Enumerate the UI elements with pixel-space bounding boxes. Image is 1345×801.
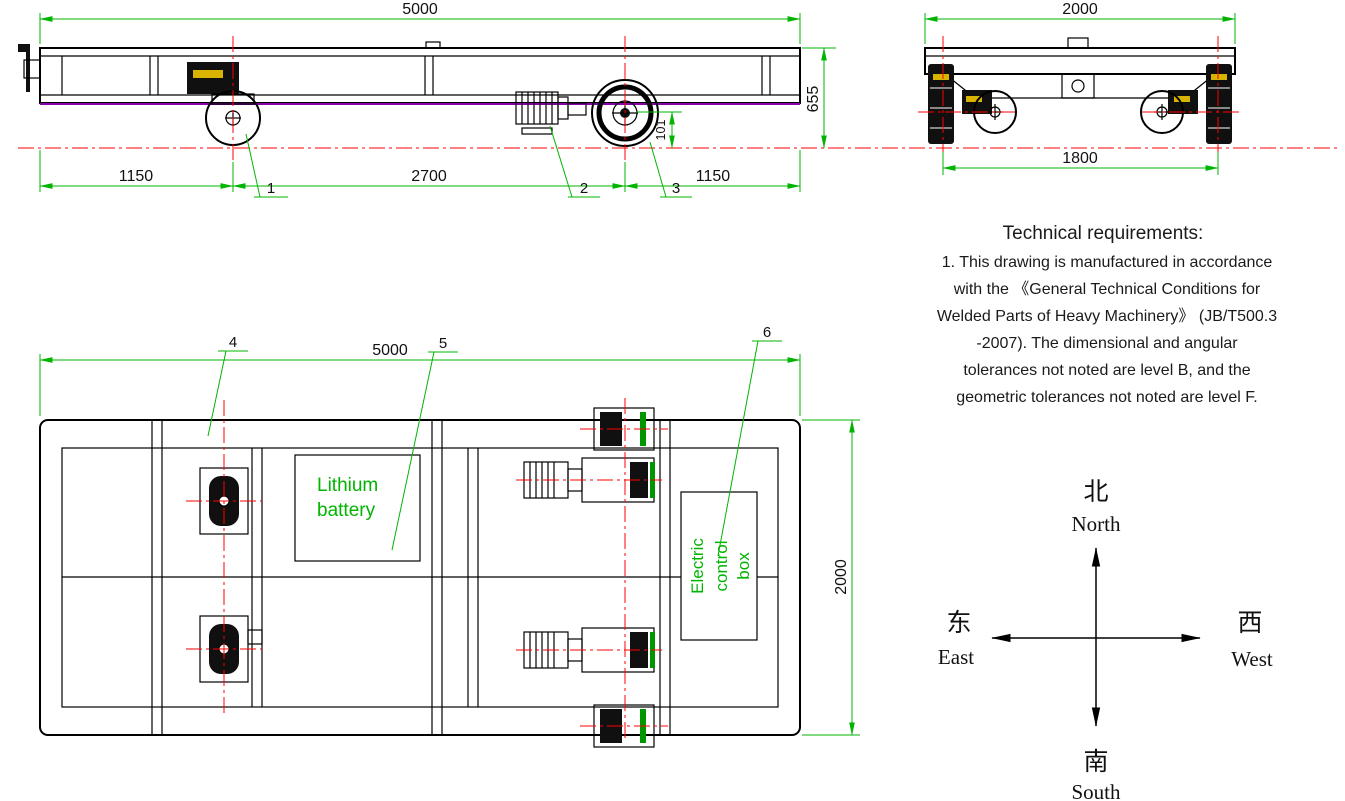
side-view-drive-wheel xyxy=(591,36,659,164)
technical-requirements: Technical requirements: 1. This drawing … xyxy=(937,223,1277,406)
compass: 北 North 东 East 西 West 南 South xyxy=(938,478,1273,801)
side-view-dimensions: 5000 1150 2700 1150 655 101 xyxy=(39,1,836,192)
compass-north-cn: 北 xyxy=(1083,478,1108,506)
technical-requirements-title: Technical requirements: xyxy=(1003,223,1204,244)
coupler-hook xyxy=(18,44,30,92)
callout-6: 6 xyxy=(763,324,771,341)
technical-requirements-line2: with the 《General Technical Conditions f… xyxy=(953,281,1261,298)
technical-requirements-line3: Welded Parts of Heavy Machinery》 (JB/T50… xyxy=(937,308,1277,325)
battery-box: Lithium battery xyxy=(294,454,421,562)
callout-1: 1 xyxy=(267,180,275,197)
callout-5: 5 xyxy=(439,335,447,352)
dim-side-length: 5000 xyxy=(402,1,438,18)
control-box-label-line3: box xyxy=(734,552,753,580)
compass-east-en: East xyxy=(938,645,974,669)
control-box-label-line2: control xyxy=(712,540,731,591)
dim-cart-width: 2000 xyxy=(1062,1,1098,18)
battery-label-line1: Lithium xyxy=(317,475,378,496)
dim-front-overhang: 1150 xyxy=(119,168,154,185)
electric-control-box: Electric control box xyxy=(680,491,758,641)
compass-west-en: West xyxy=(1231,647,1273,671)
compass-south-cn: 南 xyxy=(1083,748,1108,776)
callout-3: 3 xyxy=(672,180,680,197)
compass-north-en: North xyxy=(1072,512,1121,536)
side-view-idler-wheel xyxy=(187,36,261,164)
side-view-frame xyxy=(18,41,801,105)
dim-rear-overhang: 1150 xyxy=(696,168,731,185)
technical-requirements-line1: 1. This drawing is manufactured in accor… xyxy=(942,254,1273,271)
technical-requirements-line5: tolerances not noted are level B, and th… xyxy=(963,362,1250,379)
end-view-centerlines xyxy=(918,36,1240,170)
dim-wheel-offset: 101 xyxy=(654,120,668,141)
end-view-frame xyxy=(924,37,1236,99)
end-view-dimensions: 2000 1800 xyxy=(924,1,1236,175)
gearbox-label-tag xyxy=(193,70,223,78)
compass-west-cn: 西 xyxy=(1237,609,1262,637)
plan-view: Lithium battery Electric control box xyxy=(39,324,860,748)
dim-plan-length: 5000 xyxy=(372,342,408,359)
end-view-wheels xyxy=(928,64,1232,144)
callout-2: 2 xyxy=(580,180,588,197)
plan-view-callouts: 4 5 6 xyxy=(207,324,782,557)
dim-wheelbase: 2700 xyxy=(411,168,447,185)
dim-plan-width: 2000 xyxy=(833,559,850,595)
technical-requirements-line4: -2007). The dimensional and angular xyxy=(976,335,1238,352)
wheel-label-tag xyxy=(933,74,949,80)
control-box-label-line1: Electric xyxy=(688,538,707,594)
plan-view-frame xyxy=(39,419,801,736)
compass-east-cn: 东 xyxy=(946,609,971,637)
plan-view-dimensions: 5000 2000 xyxy=(39,342,860,736)
side-view-drive-motor xyxy=(515,91,587,135)
side-view: 5000 1150 2700 1150 655 101 1 2 xyxy=(18,1,836,198)
compass-south-en: South xyxy=(1071,780,1121,801)
technical-requirements-line6: geometric tolerances not noted are level… xyxy=(956,389,1258,406)
wheel-label-tag xyxy=(1211,74,1227,80)
callout-4: 4 xyxy=(229,334,237,351)
dim-track-gauge: 1800 xyxy=(1062,150,1098,167)
end-view: 2000 1800 xyxy=(918,1,1240,175)
plan-view-drive-units xyxy=(516,398,668,748)
plan-view-idler-wheels xyxy=(186,400,263,714)
dim-height: 655 xyxy=(805,86,822,113)
side-view-callouts: 1 2 3 xyxy=(245,125,692,198)
battery-label-line2: battery xyxy=(317,500,376,521)
